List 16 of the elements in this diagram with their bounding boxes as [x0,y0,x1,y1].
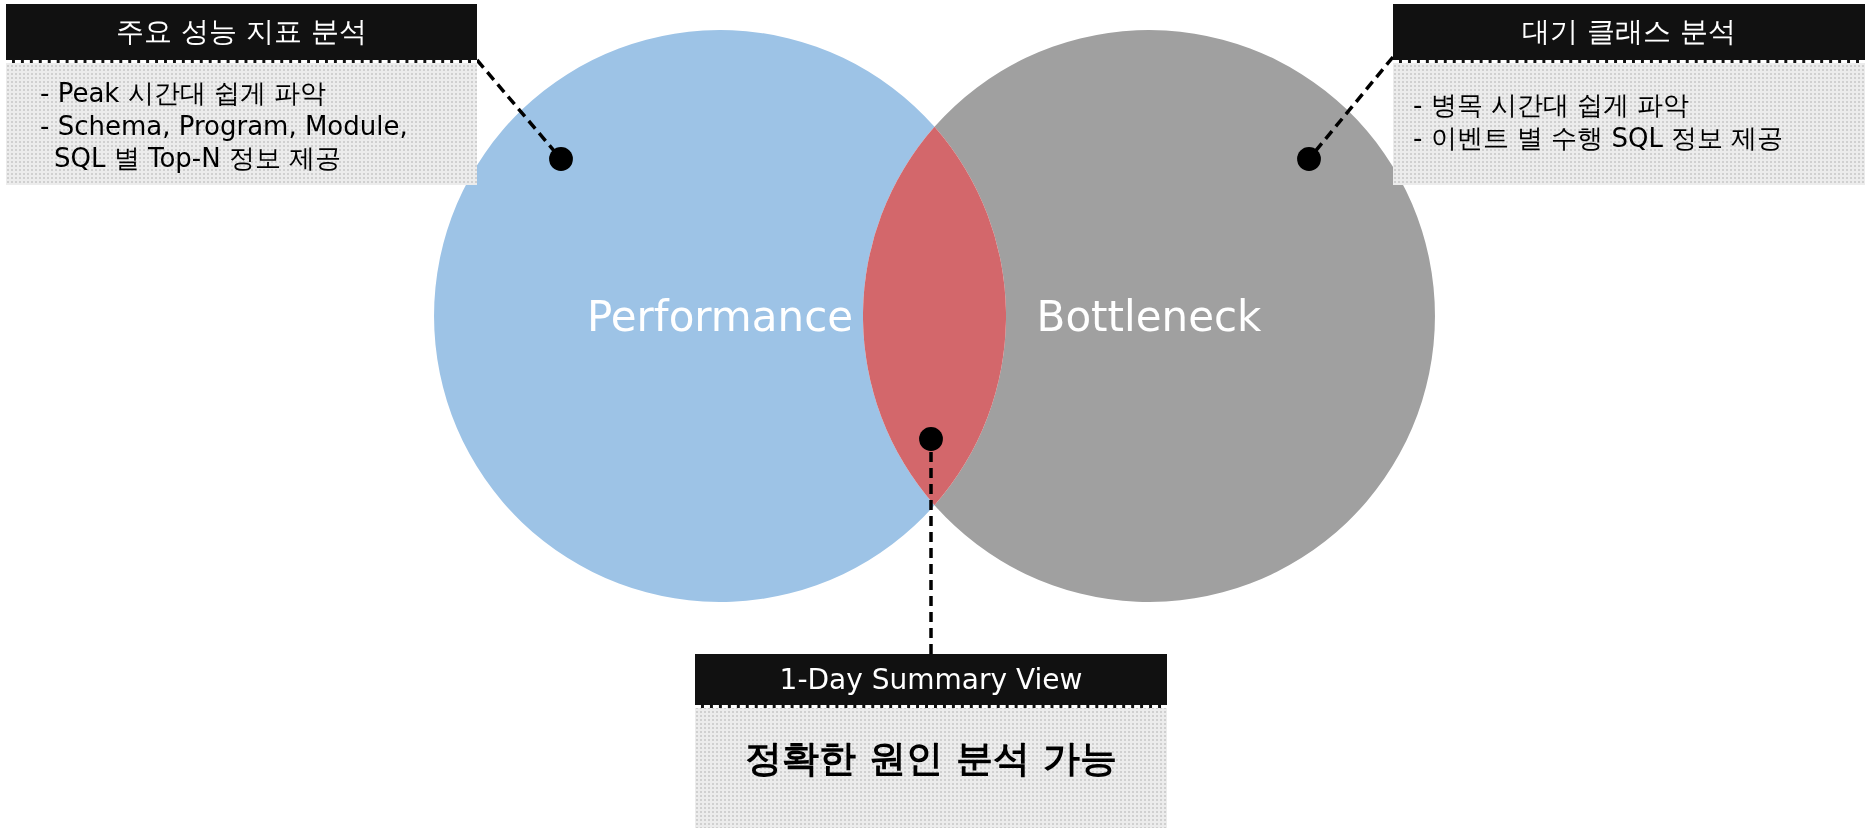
bullet-text: - Peak 시간대 쉽게 파악 [39,77,328,110]
callout-box [695,654,1167,828]
leader-line [1297,55,1395,171]
callout-text: 정확한 원인 분석 가능 [744,736,1118,782]
callout-box [1393,4,1865,185]
leader-line [919,427,943,654]
circle-label: Performance [586,291,854,341]
bullet-text: - 이벤트 별 수행 SQL 정보 제공 [1412,121,1785,154]
callout-heading: 대기 클래스 분석 [1393,4,1865,63]
callout-heading: 1-Day Summary View [695,654,1167,708]
callout-heading: 주요 성능 지표 분석 [6,4,477,63]
bullet-text: - 병목 시간대 쉽게 파악 [1412,89,1691,122]
circle-label: Bottleneck [1036,291,1262,341]
bullet-text: - Schema, Program, Module, SQL 별 Top-N 정보 제공 [39,109,409,175]
callout-box [6,4,477,185]
leader-line [475,58,573,171]
